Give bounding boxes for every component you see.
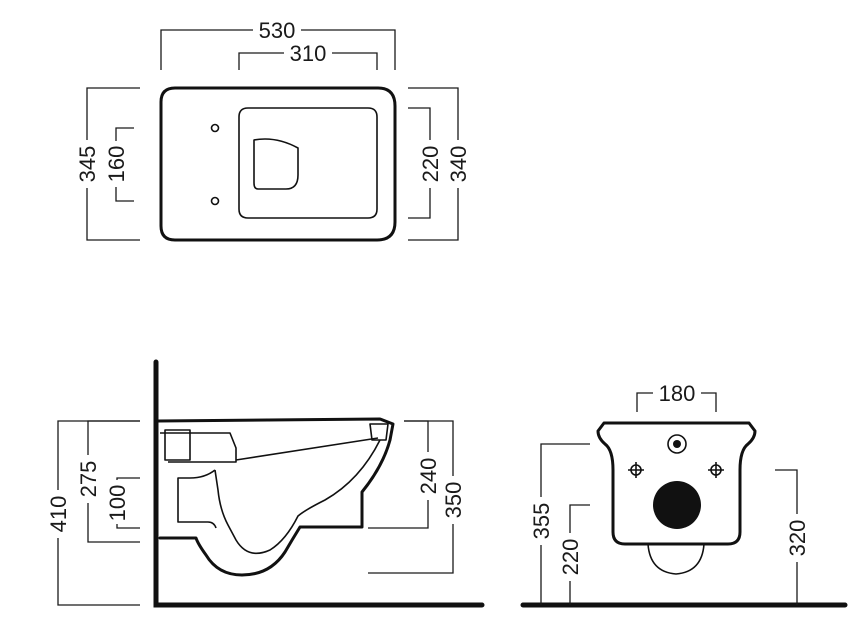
label-overall-width: 530 [259, 18, 296, 43]
side-view-trapway [177, 469, 217, 529]
side-view-wall-floor [153, 359, 485, 608]
side-view-flush-inlet [164, 429, 191, 461]
label-fixing-height: 220 [558, 539, 583, 576]
front-view: 180 355 220 320 [520, 380, 848, 608]
front-view-inlet-dot [673, 440, 681, 448]
label-bowl-width: 310 [290, 41, 327, 66]
top-view-fixing-hole-upper [210, 123, 220, 133]
label-height-240: 240 [416, 458, 441, 495]
label-body-height: 320 [785, 520, 810, 557]
front-view-bowl-bottom [647, 543, 705, 575]
front-view-body-outline [596, 421, 757, 546]
label-fixing-spacing: 160 [104, 146, 129, 183]
label-rim-height: 355 [529, 503, 554, 540]
side-view-bowl-inner [214, 439, 381, 555]
side-view: 410 275 100 240 350 [45, 359, 485, 608]
front-view-fixing-left [628, 462, 644, 478]
label-bowl-depth: 220 [418, 146, 443, 183]
label-height-outlet-low: 100 [105, 485, 130, 522]
top-view-bowl-opening [253, 138, 299, 190]
top-view-fixing-hole-lower [210, 196, 220, 206]
side-view-spreader-line [235, 437, 379, 461]
front-view-inlet-ring [667, 434, 687, 454]
label-body-depth: 340 [446, 146, 471, 183]
top-view-body-outline [159, 86, 397, 242]
side-view-rim-box [369, 423, 389, 441]
label-height-total: 410 [46, 496, 71, 533]
side-view-outlet-pipe [160, 432, 237, 463]
label-overall-depth: 345 [75, 146, 100, 183]
label-height-350: 350 [441, 482, 466, 519]
front-view-fixing-right [708, 462, 724, 478]
top-view-bowl-outline [238, 107, 378, 219]
side-view-body-outline [156, 417, 395, 577]
label-height-outlet: 275 [76, 461, 101, 498]
dim-line-355 [540, 443, 590, 605]
top-view: 530 310 345 160 220 340 [74, 16, 471, 242]
label-fixing-width: 180 [659, 381, 696, 406]
front-view-outlet [653, 481, 701, 529]
